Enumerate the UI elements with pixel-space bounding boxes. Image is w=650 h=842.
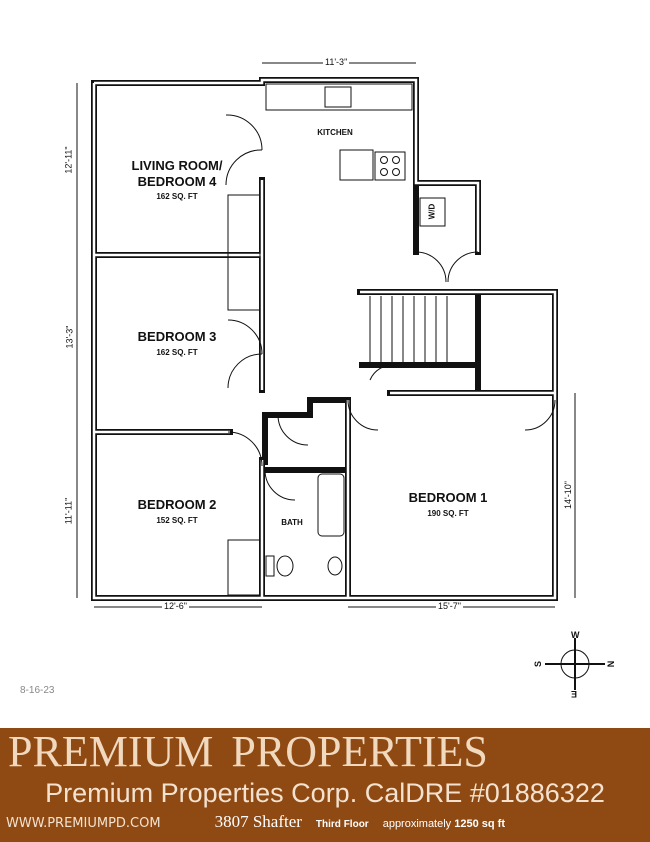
living-room-area: 162 SQ. FT [156, 192, 198, 201]
corp-row: Premium Properties Corp. CalDRE #0188632… [0, 777, 650, 809]
living-room-label-1: LIVING ROOM/ [131, 158, 223, 173]
logo: PREMIUM PROPERTIES [0, 728, 650, 776]
address: 3807 Shafter [214, 812, 302, 831]
floor-plan-drawing [76, 62, 605, 690]
footer-banner: PREMIUM PROPERTIES Premium Properties Co… [0, 728, 650, 842]
closets [227, 194, 261, 596]
plan-date: 8-16-23 [20, 685, 55, 696]
toilet-icon [276, 555, 294, 577]
dimension-left-bottom: 11'-11" [63, 497, 74, 525]
laundry-label: W/D [427, 203, 437, 220]
bath-fixtures [265, 473, 345, 577]
stove-icon [374, 151, 406, 181]
bedroom3-area: 162 SQ. FT [156, 348, 198, 357]
logo-line1: PREMIUM [8, 728, 214, 776]
logo-line2: PROPERTIES [231, 728, 488, 776]
kitchen-label: KITCHEN [317, 128, 353, 137]
dimension-left-mid: 13'-3" [64, 325, 75, 349]
closet-wall [262, 397, 351, 465]
bedroom3-label: BEDROOM 3 [137, 329, 217, 344]
bedroom2-area: 152 SQ. FT [156, 516, 198, 525]
bedroom1-area: 190 SQ. FT [427, 509, 469, 518]
dimension-bottom-right: 15'-7" [436, 601, 463, 611]
dimension-bottom-left: 12'-6" [162, 601, 189, 611]
bathroom-sink-icon [327, 556, 343, 576]
approx-prefix: approximately [382, 818, 452, 830]
compass-e: E [571, 689, 578, 699]
compass-s: S [533, 660, 544, 668]
compass-n: N [605, 660, 616, 668]
sink-icon [324, 86, 352, 108]
kitchen-counter [265, 83, 413, 111]
bedroom2-label: BEDROOM 2 [137, 497, 217, 512]
approx-value: 1250 sq ft [454, 818, 505, 830]
floor-label: Third Floor [315, 819, 369, 830]
compass-w: W [571, 630, 580, 640]
washer-dryer-icon [419, 197, 446, 227]
website-link[interactable]: WWW.PREMIUMPD.COM [6, 816, 161, 831]
dimension-lines [76, 62, 576, 608]
stairs [369, 296, 448, 362]
corp-license: Premium Properties Corp. CalDRE #0188632… [45, 778, 605, 808]
living-room-label-2: BEDROOM 4 [137, 174, 217, 189]
bath-label: BATH [281, 518, 303, 527]
dimension-right: 14'-10" [562, 481, 573, 509]
info-row: WWW.PREMIUMPD.COM 3807 Shafter Third Flo… [0, 812, 650, 838]
fridge [339, 149, 374, 181]
walls-inner [92, 78, 557, 600]
dimension-left-top: 12'-11" [63, 146, 74, 174]
doors [225, 114, 556, 501]
approx-area: approximately 1250 sq ft [383, 818, 505, 830]
kitchen-fixtures [265, 83, 446, 227]
bedroom1-label: BEDROOM 1 [408, 490, 488, 505]
bathtub-icon [317, 473, 345, 537]
compass-icon [545, 638, 605, 690]
dimension-top: 11'-3" [323, 57, 350, 67]
